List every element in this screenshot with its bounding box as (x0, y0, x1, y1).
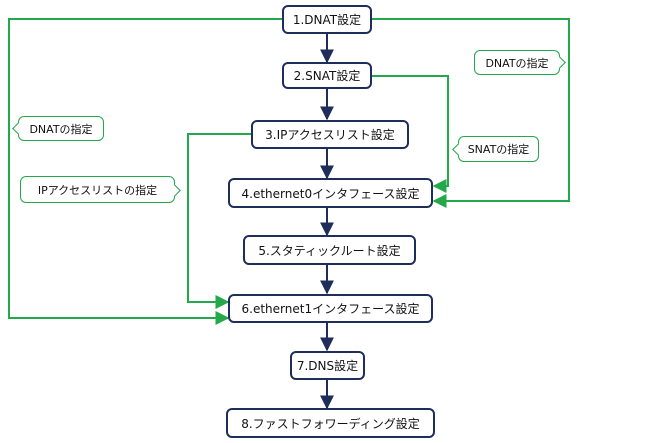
step-dnat-settings: 1.DNAT設定 (282, 5, 372, 34)
step-ethernet1-interface-settings: 6.ethernet1インタフェース設定 (228, 294, 433, 323)
step-ip-access-list-settings: 3.IPアクセスリスト設定 (251, 120, 409, 149)
ip-access-list-to-ethernet1-line (187, 133, 251, 309)
snat-to-ethernet0-line (372, 75, 449, 193)
step-dns-settings: 7.DNS設定 (290, 351, 365, 380)
dnat-to-ethernet0-line (372, 18, 570, 208)
note-ip-access-list: IPアクセスリストの指定 (20, 176, 181, 203)
note-dnat-left-text: DNATの指定 (29, 122, 93, 136)
note-dnat-right-text: DNATの指定 (485, 56, 549, 70)
step-static-route-settings: 5.スタティックルート設定 (243, 235, 416, 265)
step-fast-forwarding-settings: 8.ファストフォワーディング設定 (226, 408, 435, 438)
note-snat-text: SNATの指定 (467, 143, 530, 156)
step-ethernet0-interface-settings: 4.ethernet0インタフェース設定 (228, 178, 433, 208)
note-dnat-left: DNATの指定 (12, 116, 104, 141)
note-dnat-right: DNATの指定 (474, 50, 566, 75)
note-ip-access-list-text: IPアクセスリストの指定 (37, 183, 158, 197)
step-snat-settings: 2.SNAT設定 (282, 62, 372, 89)
dnat-to-ethernet1-line (8, 18, 282, 325)
note-snat: SNATの指定 (452, 136, 539, 162)
